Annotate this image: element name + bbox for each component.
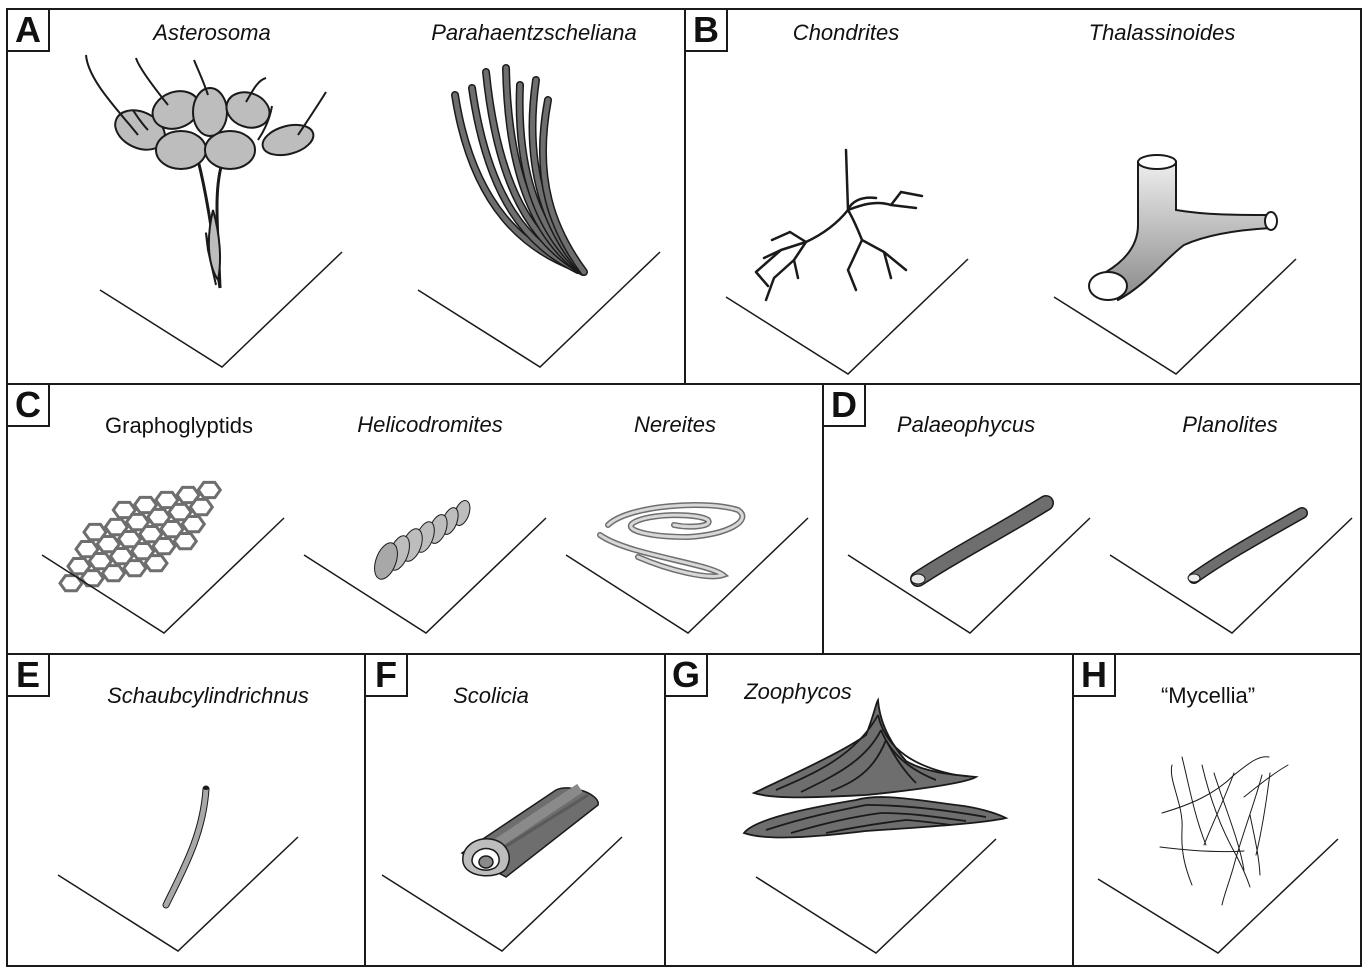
bedding-planes [1098, 839, 1338, 953]
graphoglyptid-cell [174, 534, 196, 549]
zoophycos-icon [744, 700, 1006, 837]
panel-e-illustrations [8, 655, 368, 969]
panel-b: B Chondrites Thalassinoides [684, 8, 1362, 385]
panel-g: G Zoophycos [664, 653, 1074, 967]
palaeophycus-icon [911, 503, 1046, 584]
panel-f-illustrations [366, 655, 668, 969]
chondrites-icon [756, 150, 922, 300]
graphoglyptid-cell [182, 517, 204, 532]
panel-f: F Scolicia [364, 653, 666, 967]
graphoglyptid-cell [198, 482, 220, 497]
graphoglyptids-icon [60, 482, 220, 590]
graphoglyptid-cell [190, 499, 212, 514]
parahaentzscheliana-icon [455, 68, 584, 272]
schaubcylindrichnus-icon [166, 786, 209, 905]
planolites-icon [1188, 513, 1302, 582]
thalassinoides-icon [1089, 155, 1277, 300]
helicodromites-icon [370, 498, 473, 582]
panel-d-illustrations [824, 385, 1364, 657]
panel-d: D Palaeophycus Planolites [822, 383, 1362, 655]
panel-e: E Schaubcylindrichnus [6, 653, 366, 967]
asterosoma-icon [86, 55, 326, 288]
panel-h: H “Mycellia” [1072, 653, 1362, 967]
panel-c-illustrations [8, 385, 826, 657]
panel-b-illustrations [686, 10, 1364, 387]
panel-c: C Graphoglyptids Helicodromites Nereites [6, 383, 824, 655]
graphoglyptid-cell [124, 561, 146, 576]
graphoglyptid-cell [81, 571, 103, 586]
bedding-planes [58, 837, 298, 951]
nereites-icon [600, 505, 742, 576]
panel-a: A Asterosoma Parahaentzscheliana [6, 8, 686, 385]
graphoglyptid-cell [103, 566, 125, 581]
panel-g-illustrations [666, 655, 1076, 969]
panel-a-illustrations [8, 10, 688, 387]
graphoglyptid-cell [153, 539, 175, 554]
bedding-planes [726, 259, 1296, 374]
graphoglyptid-cell [145, 556, 167, 571]
bedding-planes [756, 839, 996, 953]
mycellia-icon [1160, 757, 1288, 905]
scolicia-icon [462, 788, 598, 877]
panel-h-illustrations [1074, 655, 1364, 969]
